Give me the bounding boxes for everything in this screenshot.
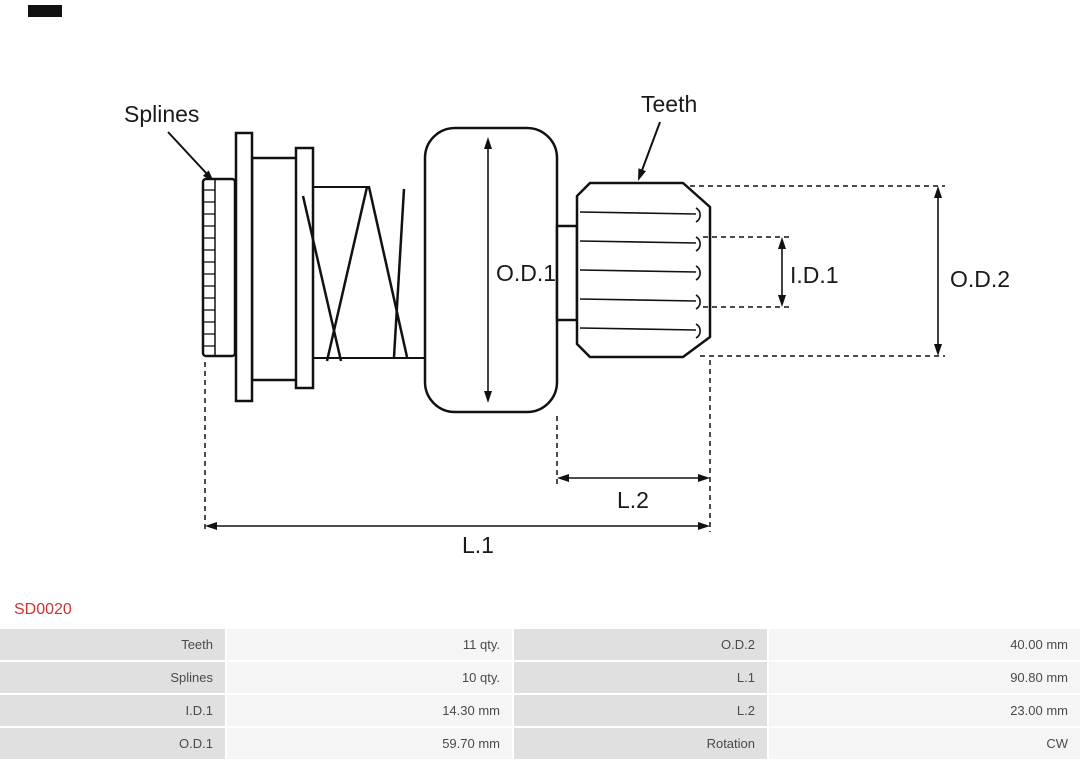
splined-shaft xyxy=(201,177,237,358)
spec-label-rotation: Rotation xyxy=(514,728,769,761)
spec-value-teeth: 11 qty. xyxy=(227,629,514,662)
l1-label: L.1 xyxy=(462,532,494,558)
spec-value-rotation: CW xyxy=(769,728,1080,761)
od1-label: O.D.1 xyxy=(496,260,556,286)
dimension-l1: L.1 xyxy=(204,362,710,558)
splines-callout-arrow xyxy=(167,131,214,182)
spec-label-od2: O.D.2 xyxy=(514,629,769,662)
starter-drive-diagram: Splines Teeth xyxy=(124,91,1010,558)
spec-value-l2: 23.00 mm xyxy=(769,695,1080,728)
step-shaft xyxy=(555,224,579,322)
spec-table: Teeth 11 qty. O.D.2 40.00 mm Splines 10 … xyxy=(0,629,1080,761)
pinion-gear xyxy=(575,181,712,359)
spec-label-id1: I.D.1 xyxy=(0,695,227,728)
teeth-callout-arrow xyxy=(638,121,661,181)
dimension-arrow-od1 xyxy=(484,137,492,403)
splines-label: Splines xyxy=(124,101,199,127)
clutch-body: O.D.1 xyxy=(423,126,559,414)
stop-collar-flanges xyxy=(234,131,315,403)
dimension-arrow-l1 xyxy=(205,522,710,530)
spec-label-teeth: Teeth xyxy=(0,629,227,662)
spec-label-l1: L.1 xyxy=(514,662,769,695)
dimension-id1: I.D.1 xyxy=(703,236,839,308)
id1-label: I.D.1 xyxy=(790,262,839,288)
teeth-label: Teeth xyxy=(641,91,697,117)
spec-label-l2: L.2 xyxy=(514,695,769,728)
spring xyxy=(301,186,425,362)
spec-value-od2: 40.00 mm xyxy=(769,629,1080,662)
spec-label-splines: Splines xyxy=(0,662,227,695)
spec-label-od1: O.D.1 xyxy=(0,728,227,761)
dimension-arrow-od2 xyxy=(934,186,942,356)
brand-logo xyxy=(28,5,62,17)
spec-value-id1: 14.30 mm xyxy=(227,695,514,728)
od2-label: O.D.2 xyxy=(950,266,1010,292)
dimension-od2: O.D.2 xyxy=(690,185,1010,357)
dimension-arrow-l2 xyxy=(557,474,710,482)
gear-teeth-lines xyxy=(579,207,701,339)
spec-value-l1: 90.80 mm xyxy=(769,662,1080,695)
spec-value-od1: 59.70 mm xyxy=(227,728,514,761)
l2-label: L.2 xyxy=(617,487,649,513)
spec-value-splines: 10 qty. xyxy=(227,662,514,695)
dimension-l2: L.2 xyxy=(556,360,711,532)
dimension-arrow-id1 xyxy=(778,237,786,307)
part-number: SD0020 xyxy=(14,601,72,618)
